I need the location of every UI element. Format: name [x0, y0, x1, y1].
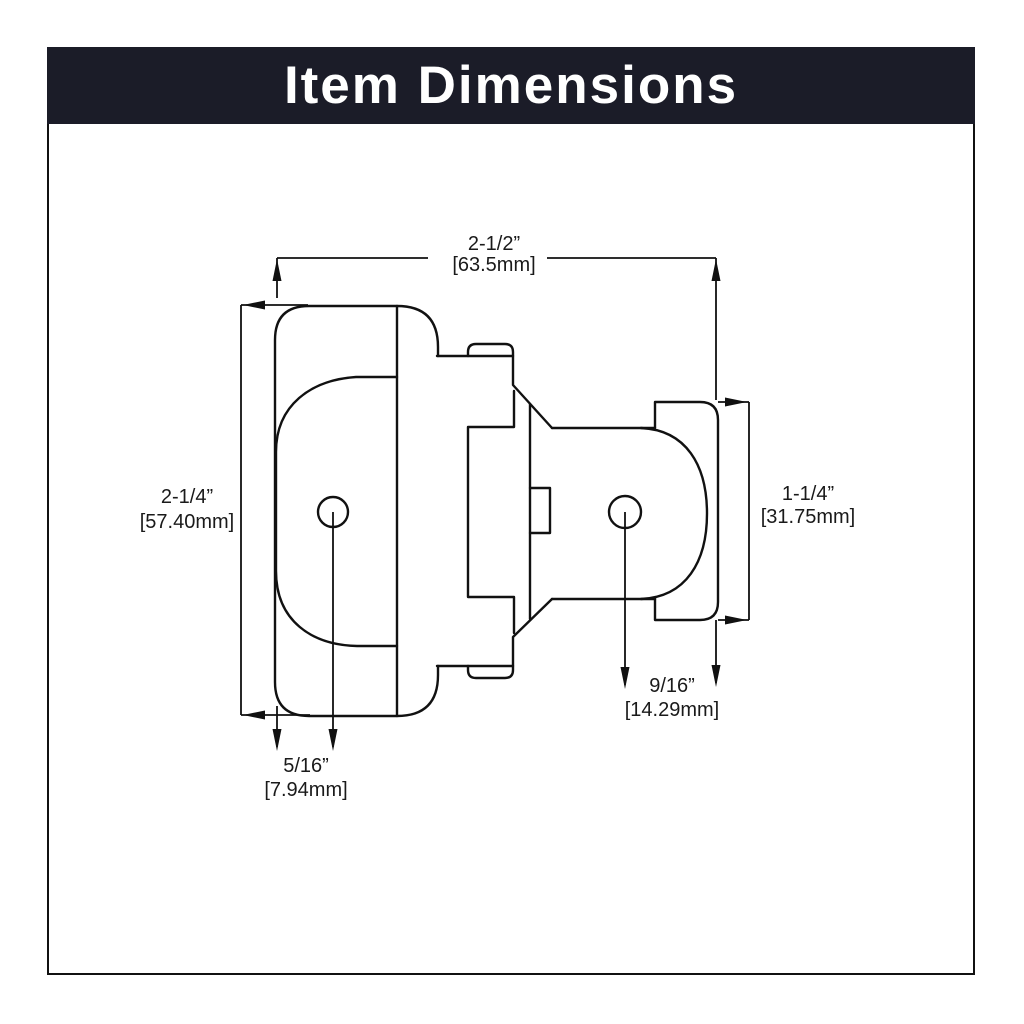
width-dim-inches: 2-1/2” — [468, 233, 520, 255]
hinge-outline — [273, 304, 720, 718]
cup-bottom-tab — [466, 597, 554, 680]
left-height-inches: 2-1/4” — [161, 486, 213, 508]
mounting-plate-outline — [653, 400, 720, 622]
left-offset-metric: [7.94mm] — [264, 779, 347, 801]
right-height-metric: [31.75mm] — [761, 506, 855, 528]
wing-outline — [273, 304, 440, 718]
left-offset-arrow-right-icon — [328, 729, 338, 751]
wing-inner-curve — [274, 375, 399, 648]
cup-cavity — [466, 389, 516, 635]
left-offset-inches: 5/16” — [283, 755, 329, 777]
right-height-arrow-bottom-icon — [725, 615, 747, 625]
right-offset-arrow-right-icon — [711, 665, 721, 687]
right-height-arrow-top-icon — [725, 397, 747, 407]
right-offset-arrow-left-icon — [620, 667, 630, 689]
left-height-arrow-bottom-icon — [243, 710, 265, 720]
width-arrow-left-icon — [272, 259, 282, 281]
right-height-inches: 1-1/4” — [782, 483, 834, 505]
dimension-left-offset: 5/16” [7.94mm] — [264, 512, 348, 801]
dimension-right-height: 1-1/4” [31.75mm] — [718, 397, 855, 625]
arm-boss-rect — [528, 486, 552, 535]
page-title: Item Dimensions — [283, 56, 739, 115]
right-offset-inches: 9/16” — [649, 675, 695, 697]
dimension-width: 2-1/2” [63.5mm] — [272, 233, 721, 400]
width-arrow-right-icon — [711, 259, 721, 281]
left-height-metric: [57.40mm] — [140, 511, 234, 533]
diagram-border-frame — [47, 47, 975, 975]
width-dim-metric: [63.5mm] — [452, 254, 535, 276]
dimension-left-height: 2-1/4” [57.40mm] — [140, 300, 310, 720]
arm-d-curve — [639, 426, 709, 601]
left-height-arrow-top-icon — [243, 300, 265, 310]
dimension-right-offset: 9/16” [14.29mm] — [620, 512, 721, 721]
left-offset-arrow-left-icon — [272, 729, 282, 751]
cup-top-tab — [466, 342, 554, 430]
right-offset-metric: [14.29mm] — [625, 699, 719, 721]
header-bar: Item Dimensions — [47, 47, 975, 124]
